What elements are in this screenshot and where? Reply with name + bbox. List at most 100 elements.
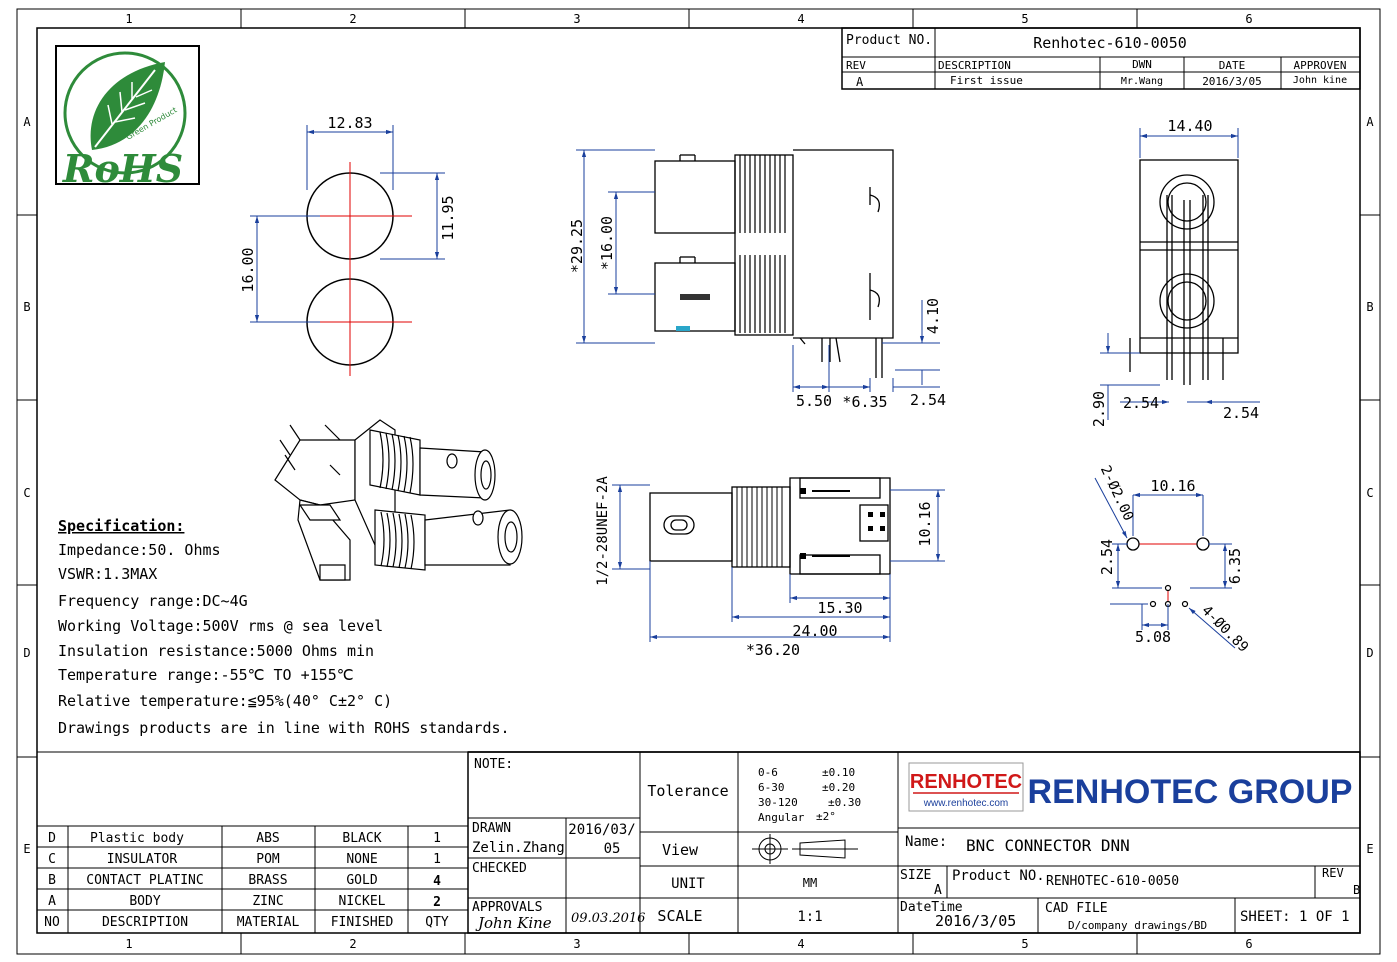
dim-16-00-star: *16.00 [598, 216, 616, 270]
rev-value-tb: B [1353, 883, 1360, 897]
dim-6-35-star: *6.35 [842, 393, 887, 411]
col-label: 4 [797, 937, 804, 951]
dim-11-95: 11.95 [439, 195, 457, 240]
desc-col-header: DESCRIPTION [938, 59, 1011, 72]
dwn-value: Mr.Wang [1121, 76, 1163, 87]
row-label: E [23, 842, 30, 856]
unit-value: MM [803, 876, 817, 890]
bom-qty: 4 [433, 874, 441, 889]
col-label: 6 [1245, 937, 1252, 951]
dim-2-54-end-b: 2.54 [1223, 404, 1259, 422]
size-value: A [934, 883, 942, 898]
row-label: A [1366, 115, 1374, 129]
rohs-logo: Green Product RoHS [55, 45, 200, 191]
approvals-date: 09.03.2016 [571, 911, 645, 926]
outer-frame [16, 8, 1381, 955]
scale-value: 1:1 [797, 909, 822, 925]
dim-hole-4: 4-Ø0.89 [1198, 603, 1251, 656]
bom-id: D [48, 831, 56, 846]
tol-value: ±0.10 [822, 766, 855, 779]
spec-line: Drawings products are in line with ROHS … [58, 719, 510, 737]
rev-col-header: REV [846, 59, 866, 72]
datetime-label: DateTime [900, 900, 963, 915]
tol-range: 6-30 [758, 781, 785, 794]
bom-header-qty: QTY [425, 915, 449, 930]
dim-6-35-pcb: 6.35 [1226, 548, 1244, 584]
checked-label: CHECKED [472, 861, 527, 876]
approvals-label: APPROVALS [472, 900, 542, 915]
col-label: 2 [349, 937, 356, 951]
drawn-name: Zelin.Zhang [472, 840, 565, 856]
connector-3d-view [274, 419, 523, 581]
bom-mat: POM [256, 852, 280, 867]
row-label: A [23, 115, 31, 129]
dim-2-54-pcb: 2.54 [1098, 539, 1116, 575]
date-col-header: DATE [1219, 59, 1246, 72]
col-label: 1 [125, 937, 132, 951]
bom-header-id: NO [44, 915, 60, 930]
tol-range: 0-6 [758, 766, 778, 779]
bom-fin: NICKEL [339, 894, 386, 909]
unit-label: UNIT [671, 876, 705, 892]
dim-10-16-pcb: 10.16 [1150, 477, 1195, 495]
col-label: 1 [125, 12, 132, 26]
sheet-info: SHEET: 1 OF 1 [1240, 909, 1350, 925]
drawn-label: DRAWN [472, 821, 511, 836]
spec-line: VSWR:1.3MAX [58, 565, 157, 583]
spec-line: Impedance:50. Ohms [58, 541, 221, 559]
view-label: View [662, 841, 699, 859]
col-label: 3 [573, 937, 580, 951]
dim-5-50: 5.50 [796, 392, 832, 410]
pcb-layout: 2-Ø2.00 10.16 2.54 6.35 5.08 4-Ø0.89 [1094, 463, 1251, 656]
bom-header-fin: FINISHED [331, 915, 394, 930]
row-label: E [1366, 842, 1373, 856]
size-label: SIZE [900, 868, 931, 883]
dim-15-30: 15.30 [817, 599, 862, 617]
dim-16-00: 16.00 [239, 247, 257, 292]
product-no-label: Product NO. [846, 33, 932, 48]
brand-logo: RENHOTEC www.renhotec.com [908, 762, 1024, 812]
datetime-value: 2016/3/05 [935, 912, 1016, 930]
scale-label: SCALE [657, 907, 702, 925]
approven-col-header: APPROVEN [1294, 59, 1347, 72]
row-label: D [1366, 646, 1373, 660]
revision-table [841, 27, 1361, 90]
bom-id: C [48, 852, 56, 867]
col-label: 2 [349, 12, 356, 26]
dim-2-54-side: 2.54 [910, 391, 946, 409]
bom-mat: ABS [256, 831, 279, 846]
bom-desc: INSULATOR [107, 852, 178, 867]
bom-mat: BRASS [248, 873, 287, 888]
zone-labels: 1 2 3 4 5 6 1 2 3 4 5 6 A B C D E A B C … [23, 12, 1374, 951]
note-label: NOTE: [474, 757, 513, 772]
side-view: *29.25 *16.00 4.10 5.50 *6.35 2.54 [568, 149, 946, 411]
spec-line: Insulation resistance:5000 Ohms min [58, 642, 374, 660]
dim-14-40: 14.40 [1167, 117, 1212, 135]
approven-value: John kine [1293, 75, 1347, 86]
approvals-signature: John Kine [475, 914, 552, 932]
dim-36-20: *36.20 [746, 641, 800, 659]
specification: Specification: Impedance:50. Ohms VSWR:1… [58, 517, 510, 737]
brand-url: www.renhotec.com [923, 798, 1008, 809]
projection-symbol-icon [752, 834, 858, 864]
col-label: 6 [1245, 12, 1252, 26]
dwn-col-header: DWN [1132, 58, 1152, 71]
spec-line: Temperature range:-55℃ TO +155℃ [58, 666, 354, 684]
end-view: 14.40 2.90 2.54 2.54 [1090, 117, 1260, 427]
product-name: BNC CONNECTOR DNN [966, 836, 1130, 855]
spec-line: Frequency range:DC~4G [58, 592, 248, 610]
bom-mat: ZINC [252, 894, 283, 909]
row-label: D [23, 646, 30, 660]
tol-range: 30-120 [758, 796, 798, 809]
spec-title: Specification: [58, 517, 184, 535]
dim-29-25: *29.25 [568, 219, 586, 273]
rev-label-tb: REV [1322, 866, 1344, 880]
tol-value: ±0.20 [822, 781, 855, 794]
dim-thread: 1/2-28UNEF-2A [595, 476, 611, 586]
dim-2-90: 2.90 [1090, 391, 1108, 427]
bom-desc: BODY [129, 894, 160, 909]
desc-value: First issue [950, 74, 1023, 87]
rev-value: A [856, 75, 864, 89]
bom-qty: 1 [433, 831, 441, 846]
zone-ticks [17, 9, 1380, 954]
